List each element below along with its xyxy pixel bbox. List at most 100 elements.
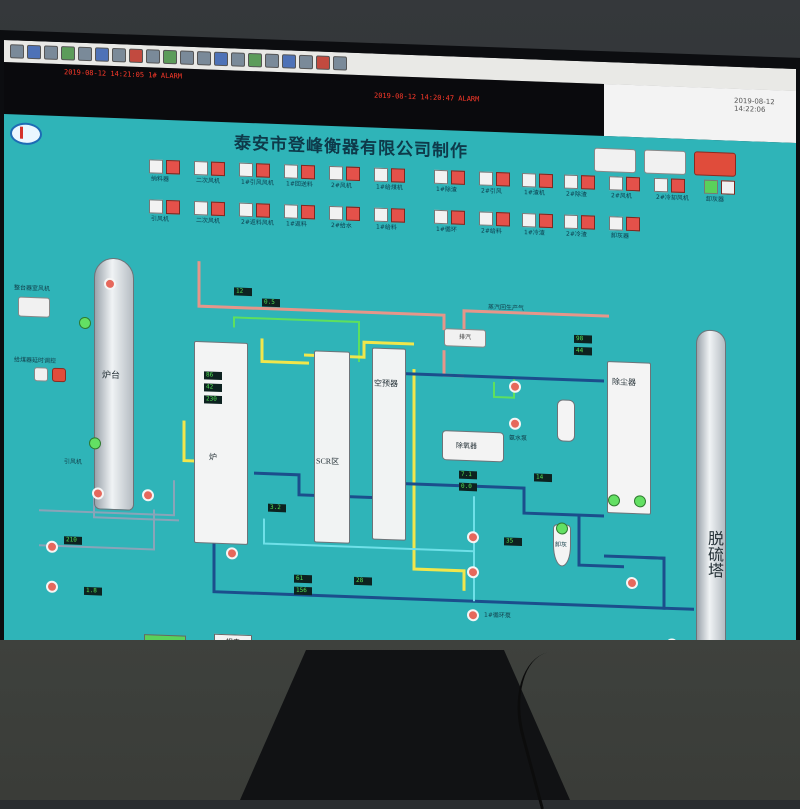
- switch-pair[interactable]: 1#返料: [284, 204, 315, 228]
- run-indicator[interactable]: [451, 210, 465, 225]
- window-icon[interactable]: [231, 52, 245, 67]
- stop-indicator[interactable]: [479, 171, 493, 186]
- stop-indicator[interactable]: [239, 162, 253, 178]
- steam-header-button[interactable]: 排汽: [444, 328, 486, 348]
- water-pump[interactable]: [467, 608, 479, 622]
- stop-indicator[interactable]: [434, 169, 448, 185]
- stop-indicator[interactable]: [374, 167, 388, 183]
- run-indicator[interactable]: [256, 163, 270, 178]
- switch-pair[interactable]: 2#冷却风机: [654, 177, 689, 202]
- cut-icon[interactable]: [112, 47, 126, 63]
- feed-pump[interactable]: [142, 489, 154, 502]
- switch-pair[interactable]: 引风机: [149, 199, 180, 223]
- run-indicator[interactable]: [301, 204, 315, 220]
- feed-pump[interactable]: [92, 487, 104, 500]
- alarm-icon[interactable]: [265, 53, 279, 69]
- stop-icon[interactable]: [129, 48, 143, 64]
- stop-indicator[interactable]: [194, 160, 208, 176]
- run-indicator[interactable]: [539, 213, 553, 229]
- water-pump[interactable]: [467, 530, 479, 544]
- furnace-top-pump[interactable]: [104, 277, 116, 291]
- stop-indicator[interactable]: [654, 177, 668, 193]
- switch-pair[interactable]: 1#冷渣: [522, 212, 553, 237]
- save-icon[interactable]: [44, 45, 58, 60]
- zoom-icon[interactable]: [95, 47, 109, 62]
- switch-pair[interactable]: 卸灰器: [609, 216, 640, 240]
- switch-pair[interactable]: 2#返料风机: [239, 202, 274, 227]
- run-indicator[interactable]: [626, 176, 640, 192]
- stop-indicator[interactable]: [479, 211, 493, 226]
- back-icon[interactable]: [180, 50, 194, 65]
- switch-pair[interactable]: 1#回送料: [284, 164, 315, 188]
- run-indicator[interactable]: [626, 216, 640, 232]
- stop-indicator[interactable]: [149, 199, 163, 214]
- fan-pump[interactable]: [46, 540, 58, 553]
- switch-pair[interactable]: 2#给水: [329, 205, 360, 230]
- grid-icon[interactable]: [214, 51, 228, 67]
- stop-indicator[interactable]: [522, 212, 536, 228]
- print-icon[interactable]: [78, 46, 92, 62]
- stop-indicator[interactable]: [564, 214, 578, 230]
- switch-pair[interactable]: 1#给煤机: [374, 167, 405, 192]
- new-icon[interactable]: [10, 44, 24, 59]
- run-indicator[interactable]: [671, 178, 685, 193]
- stop-indicator[interactable]: [704, 179, 718, 195]
- run-indicator[interactable]: [346, 206, 360, 222]
- run-indicator[interactable]: [211, 201, 225, 217]
- run-indicator[interactable]: [166, 199, 180, 215]
- run-indicator[interactable]: [451, 170, 465, 185]
- feeder-off-button[interactable]: [34, 367, 48, 382]
- run-indicator[interactable]: [496, 172, 510, 187]
- stop-indicator[interactable]: [194, 200, 208, 216]
- run-icon[interactable]: [61, 46, 75, 61]
- stop-indicator[interactable]: [434, 209, 448, 225]
- switch-pair[interactable]: 二次风机: [194, 200, 225, 225]
- stop-indicator[interactable]: [284, 204, 298, 219]
- switch-pair[interactable]: 2#给料: [479, 211, 510, 235]
- switch-pair[interactable]: 2#风机: [329, 165, 360, 190]
- run-indicator[interactable]: [391, 208, 405, 223]
- switch-pair[interactable]: 2#引风: [479, 171, 510, 195]
- run-indicator[interactable]: [721, 180, 735, 195]
- switch-pair[interactable]: 1#给料: [374, 207, 405, 231]
- switch-pair[interactable]: 卸灰器: [704, 179, 735, 203]
- stop-indicator[interactable]: [329, 205, 343, 221]
- stop-indicator[interactable]: [374, 207, 388, 223]
- run-indicator[interactable]: [301, 164, 315, 180]
- water-pump[interactable]: [467, 565, 479, 579]
- run-indicator[interactable]: [211, 161, 225, 177]
- ammonia-pump[interactable]: [509, 380, 521, 393]
- report-icon[interactable]: [282, 54, 296, 69]
- copy-icon[interactable]: [146, 49, 160, 64]
- fan-pump[interactable]: [46, 580, 58, 593]
- feeder-on-button[interactable]: [52, 367, 66, 383]
- exit-icon[interactable]: [316, 55, 330, 70]
- stop-indicator[interactable]: [284, 164, 298, 179]
- help-icon[interactable]: [333, 56, 347, 71]
- ash-pump[interactable]: [626, 576, 638, 590]
- stop-indicator[interactable]: [609, 176, 623, 191]
- run-indicator[interactable]: [581, 215, 595, 230]
- trend-icon[interactable]: [248, 52, 262, 68]
- open-icon[interactable]: [27, 44, 41, 60]
- run-indicator[interactable]: [581, 175, 595, 190]
- run-indicator[interactable]: [346, 166, 360, 182]
- switch-pair[interactable]: 1#除渣: [434, 169, 465, 194]
- separator-pump[interactable]: [226, 547, 238, 560]
- run-indicator[interactable]: [496, 212, 510, 227]
- switch-pair[interactable]: 二次风机: [194, 160, 225, 185]
- forward-icon[interactable]: [197, 51, 211, 66]
- switch-pair[interactable]: 2#冷渣: [564, 214, 595, 238]
- switch-pair[interactable]: 1#渣机: [522, 172, 553, 197]
- run-indicator[interactable]: [539, 173, 553, 189]
- switch-pair[interactable]: 1#引风风机: [239, 162, 274, 187]
- stop-indicator[interactable]: [239, 202, 253, 218]
- stop-indicator[interactable]: [329, 165, 343, 181]
- stop-indicator[interactable]: [149, 159, 163, 174]
- paste-icon[interactable]: [163, 49, 177, 65]
- switch-pair[interactable]: 2#除渣: [564, 174, 595, 198]
- run-indicator[interactable]: [391, 168, 405, 183]
- stop-indicator[interactable]: [564, 174, 578, 190]
- stop-indicator[interactable]: [609, 216, 623, 231]
- run-indicator[interactable]: [166, 159, 180, 175]
